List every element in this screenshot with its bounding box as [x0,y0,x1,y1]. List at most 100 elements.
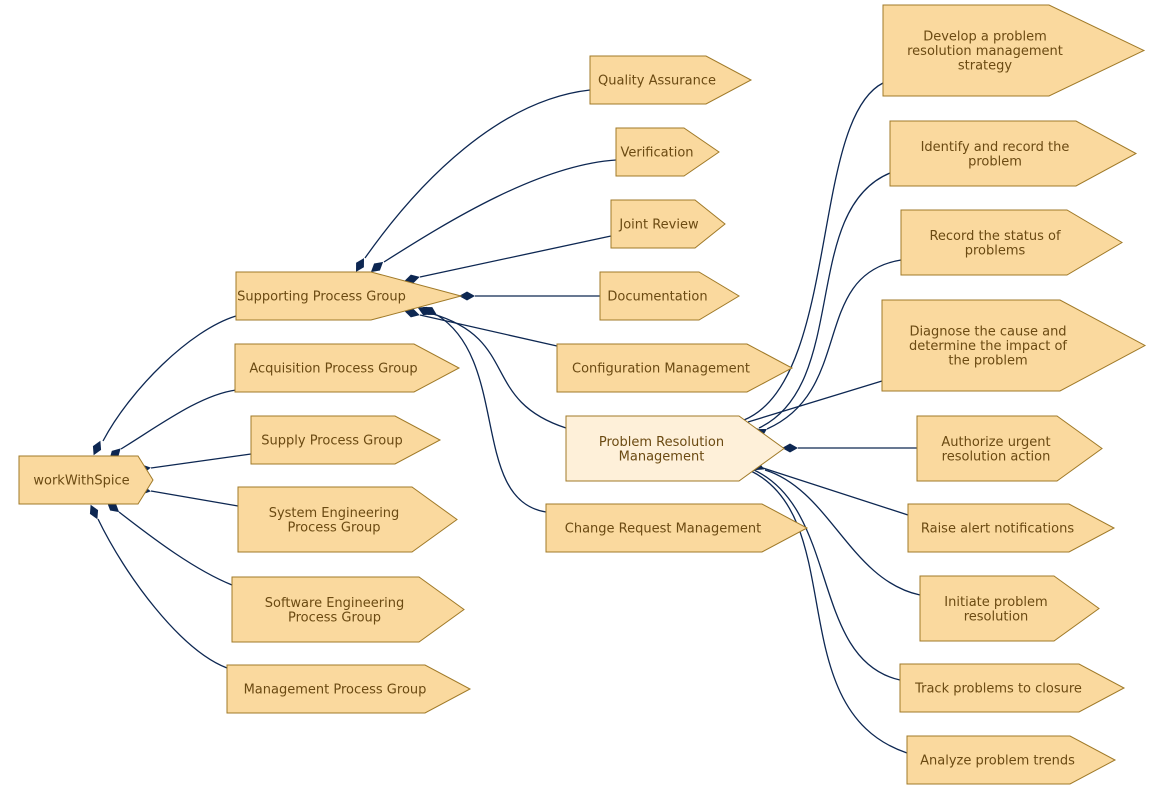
node-configuration-management[interactable]: Configuration Management [556,343,794,393]
node-shape [916,415,1103,482]
node-label: the problem [948,354,1027,369]
composition-diamond-icon [404,308,420,318]
node-label: Management [619,449,705,464]
node-shape [615,127,720,177]
node-shape [907,503,1116,553]
edge-prm-to-diagnose [747,380,883,423]
node-label: Software Engineering [265,596,404,611]
edges [89,82,921,754]
node-shape [235,271,463,321]
node-shape [906,735,1117,785]
node-label: Documentation [607,290,707,305]
node-shape [882,4,1146,97]
edge-root-to-acquisition [120,389,237,450]
node-label: Process Group [288,610,381,625]
edge-prm-to-initiate [764,469,921,596]
node-supply-process-group[interactable]: Supply Process Group [250,415,442,465]
edge-root-to-supply [150,453,252,469]
node-shape [589,55,753,105]
node-label: resolution action [942,449,1051,464]
node-label: Change Request Management [565,522,761,537]
node-shape [881,299,1147,392]
node-acquisition-process-group[interactable]: Acquisition Process Group [234,343,461,393]
nodes: workWithSpice Supporting Process GroupAcq… [18,4,1147,785]
edge-supporting-to-prm [432,313,567,429]
node-shape [234,343,461,393]
node-label: Authorize urgent [941,435,1050,450]
node-label: Problem Resolution [599,435,724,450]
node-shape [565,415,785,482]
node-label: Diagnose the cause and [909,325,1066,340]
edge-root-to-system_eng [150,490,239,507]
node-label: Raise alert notifications [921,522,1074,537]
node-shape [545,503,809,553]
node-shape [599,271,740,321]
node-label: Joint Review [618,218,699,233]
composition-diamond-icon [404,274,420,284]
node-analyze-trends[interactable]: Analyze problem trends [906,735,1117,785]
node-shape [889,120,1138,187]
node-label: Identify and record the [921,140,1070,155]
node-label: determine the impact of [909,339,1067,354]
composition-diamond-icon [356,258,364,272]
node-label: resolution [964,609,1029,624]
node-label: Verification [620,146,693,161]
node-label: Process Group [287,520,380,535]
node-label: Configuration Management [572,362,750,377]
node-quality-assurance[interactable]: Quality Assurance [589,55,753,105]
edge-supporting-to-joint_review [419,235,612,278]
node-management-process-group[interactable]: Management Process Group [226,664,472,714]
edge-supporting-to-crm [436,314,547,513]
node-shape [231,576,465,643]
node-label: problem [968,154,1022,169]
node-label: Acquisition Process Group [249,362,417,377]
edge-prm-to-develop [743,82,884,421]
edge-root-to-software_eng [118,511,233,586]
composition-diamond-icon [89,504,99,520]
node-change-request-management[interactable]: Change Request Management [545,503,809,553]
edge-root-to-management [97,518,228,669]
edge-supporting-to-qa [364,89,591,259]
node-documentation[interactable]: Documentation [599,271,740,321]
edge-prm-to-raise_alert [759,466,909,516]
node-supporting-process-group[interactable]: Supporting Process Group [235,271,463,321]
node-label: Management Process Group [244,683,427,698]
node-shape [556,343,794,393]
edge-prm-to-record_status [766,259,902,430]
node-workwithspice[interactable]: workWithSpice [18,455,154,505]
node-shape [899,663,1126,713]
node-label: Record the status of [929,229,1061,244]
node-raise-alert[interactable]: Raise alert notifications [907,503,1116,553]
composition-diamond-icon [423,307,437,315]
edge-supporting-to-verification [383,159,617,263]
node-label: Initiate problem [944,595,1047,610]
node-shape [250,415,442,465]
composition-diamond-icon [782,443,798,453]
node-label: Analyze problem trends [920,754,1075,769]
node-label: strategy [958,59,1013,74]
node-shape [18,455,154,505]
edge-prm-to-identify [758,172,891,429]
node-shape [900,209,1123,276]
composition-diamond-icon [459,291,475,301]
node-joint-review[interactable]: Joint Review [610,199,726,249]
node-label: Supply Process Group [261,434,402,449]
node-label: System Engineering [269,506,400,521]
node-track-to-closure[interactable]: Track problems to closure [899,663,1126,713]
composition-diamond-icon [92,440,102,456]
node-label: Supporting Process Group [237,290,406,305]
node-label: Develop a problem [923,30,1047,45]
node-label: workWithSpice [33,474,129,489]
node-verification[interactable]: Verification [615,127,720,177]
node-label: resolution management [907,44,1063,59]
